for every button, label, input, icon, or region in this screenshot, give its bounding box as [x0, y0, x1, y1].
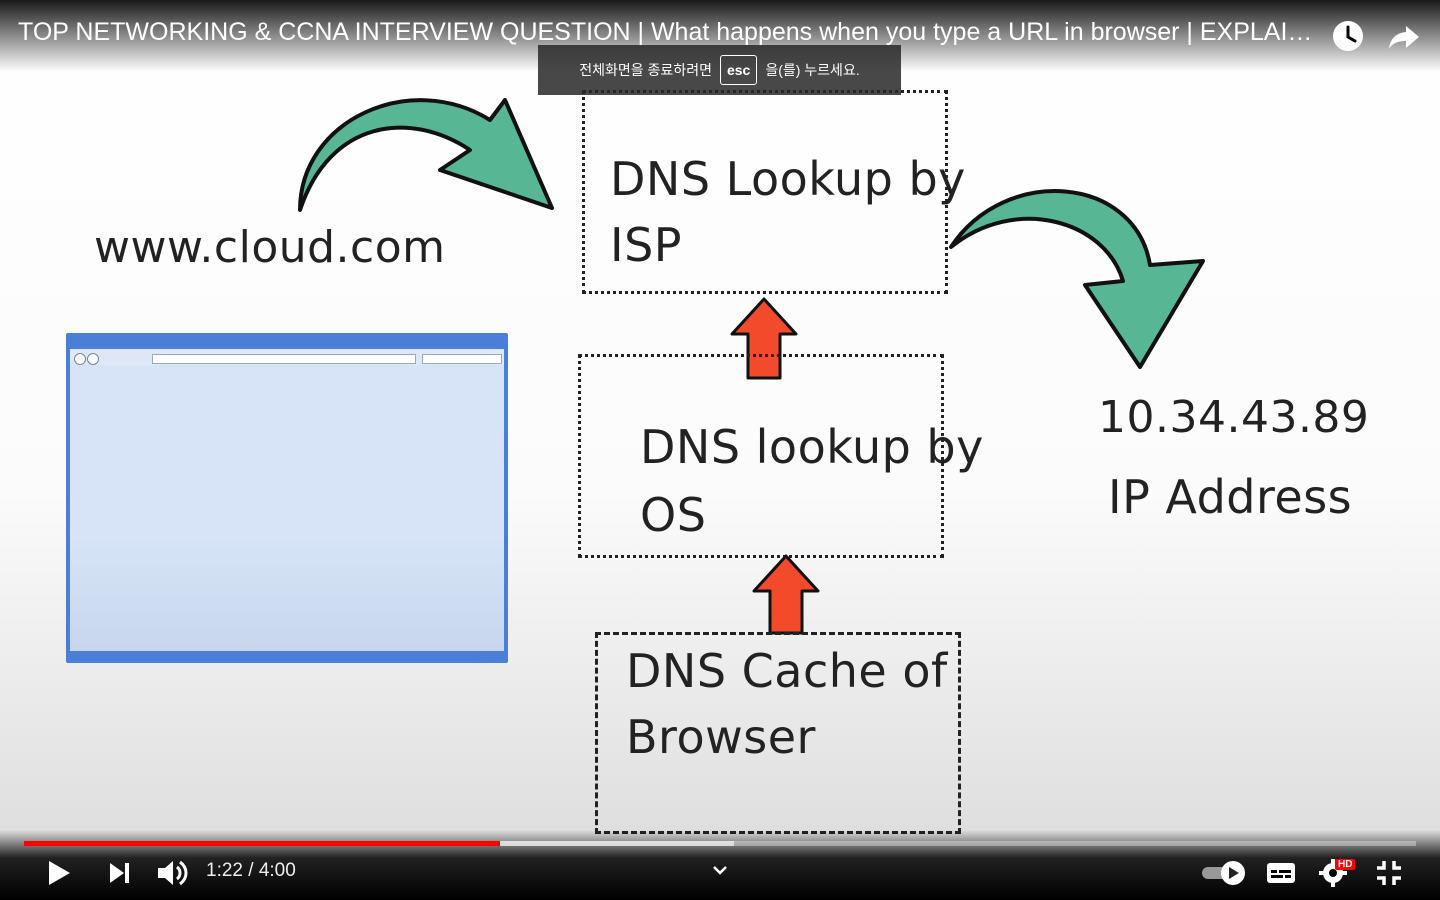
video-title[interactable]: TOP NETWORKING & CCNA INTERVIEW QUESTION… [18, 18, 1313, 46]
exit-fullscreen-icon[interactable] [1374, 856, 1404, 890]
watch-later-icon[interactable] [1330, 18, 1366, 54]
progress-played [24, 841, 501, 846]
dns-lookup-os-box [578, 354, 944, 558]
forward-icon [87, 353, 99, 365]
cache-box-line2: Browser [626, 710, 816, 764]
browser-viewport [70, 365, 504, 651]
time-separator: / [248, 860, 254, 881]
isp-box-line1: DNS Lookup by [610, 152, 966, 206]
os-box-line1: DNS lookup by [640, 420, 984, 474]
browser-window-illustration [66, 333, 508, 663]
gear-icon [1319, 859, 1347, 887]
play-icon[interactable] [44, 856, 74, 890]
toast-text-after: 을(를) 누르세요. [765, 62, 860, 78]
share-icon[interactable] [1386, 18, 1422, 54]
ip-address-value: 10.34.43.89 [1098, 392, 1370, 443]
current-time: 1:22 [206, 860, 243, 881]
green-arrow-to-ip [949, 189, 1205, 369]
next-icon[interactable] [104, 856, 134, 890]
ip-address-label: IP Address [1108, 470, 1353, 524]
toast-text-before: 전체화면을 종료하려면 [579, 62, 712, 78]
address-bar [152, 354, 416, 364]
hd-badge: HD [1335, 859, 1356, 870]
isp-box-line2: ISP [610, 218, 683, 272]
autoplay-toggle-icon[interactable] [1200, 856, 1250, 890]
time-display: 1:22 / 4:00 [206, 860, 296, 882]
esc-key-badge: esc [719, 55, 758, 85]
green-arrow-to-isp [298, 98, 554, 212]
subtitles-icon[interactable] [1265, 856, 1297, 890]
fullscreen-exit-toast: 전체화면을 종료하려면 esc 을(를) 누르세요. [538, 45, 901, 95]
volume-icon[interactable] [154, 856, 190, 890]
settings-button[interactable]: HD [1318, 856, 1358, 890]
search-box [422, 354, 502, 364]
duration: 4:00 [258, 860, 296, 881]
url-text: www.cloud.com [94, 222, 446, 273]
progress-bar[interactable] [24, 841, 1416, 846]
cache-box-line1: DNS Cache of [626, 644, 948, 698]
os-box-line2: OS [640, 488, 707, 542]
red-arrow-up-to-os [752, 554, 820, 635]
chevron-down-icon[interactable] [708, 858, 732, 882]
red-arrow-up-to-isp [730, 297, 798, 380]
back-icon [74, 353, 86, 365]
